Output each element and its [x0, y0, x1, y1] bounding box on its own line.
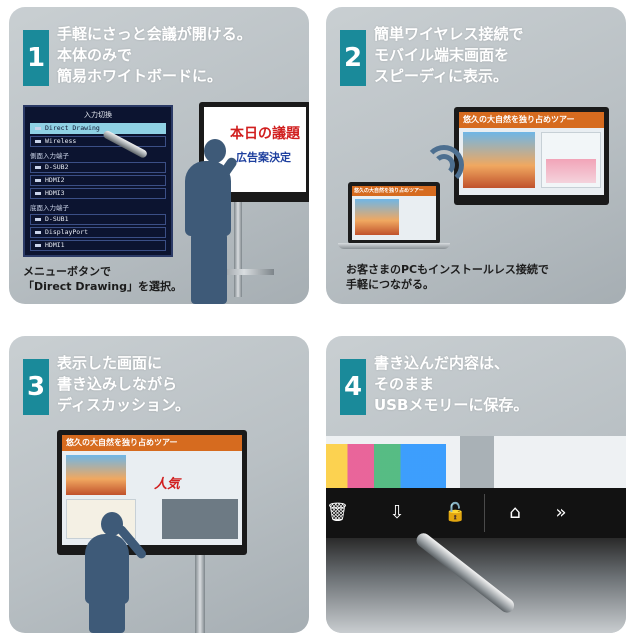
board-text-2: 広告案決定 — [236, 151, 291, 164]
menu-item-wireless[interactable]: Wireless — [30, 136, 166, 147]
menu-title: 入力切換 — [84, 111, 112, 119]
presenter-body — [85, 534, 129, 604]
panel-heading: 書き込んだ内容は、 そのまま USBメモリーに保存。 — [374, 354, 529, 414]
presenter-silhouette — [204, 139, 226, 163]
drawing-toolbar: 🗑 ⇩ 🔓 ⌂ » — [326, 488, 626, 538]
menu-item-hdmi3[interactable]: HDMI3 — [30, 188, 166, 199]
menu-group-header: 側面入力端子 — [30, 152, 69, 160]
display-screen: 悠久の大自然を独り占めツアー 人気 — [62, 435, 242, 545]
screen-title: 悠久の大自然を独り占めツアー — [62, 435, 242, 451]
screen-title: 悠久の大自然を独り占めツアー — [459, 112, 604, 128]
more-icon[interactable]: » — [555, 502, 567, 523]
panel-heading: 表示した画面に 書き込みしながら ディスカッション。 — [57, 354, 191, 414]
laptop-base — [338, 243, 450, 249]
menu-item-hdmi1[interactable]: HDMI1 — [30, 240, 166, 251]
wifi-waves-icon — [424, 145, 464, 185]
map-fragment — [326, 444, 446, 489]
menu-item-dsub2[interactable]: D-SUB2 — [30, 162, 166, 173]
landscape-photo — [66, 455, 126, 495]
usb-icon[interactable]: ⇩ — [389, 502, 405, 523]
menu-item-direct-drawing[interactable]: Direct Drawing — [30, 123, 166, 134]
laptop-photo — [355, 199, 399, 235]
unlock-icon[interactable]: 🔓 — [444, 502, 467, 523]
panel-heading: 手軽にさっと会議が開ける。 本体のみで 簡易ホワイトボードに。 — [57, 25, 252, 85]
menu-item-dsub1[interactable]: D-SUB1 — [30, 214, 166, 225]
board-text-1: 本日の議題 — [230, 126, 300, 142]
panel-caption: お客さまのPCもインストールレス接続で 手軽につながる。 — [346, 263, 549, 291]
panel-heading: 簡単ワイヤレス接続で モバイル端末画面を スピーディに表示。 — [374, 25, 524, 85]
panel-3: 3 表示した画面に 書き込みしながら ディスカッション。 悠久の大自然を独り占め… — [9, 336, 309, 633]
landscape-photo — [463, 132, 535, 188]
trash-icon[interactable]: 🗑 — [326, 502, 349, 523]
panel-4: 4 書き込んだ内容は、 そのまま USBメモリーに保存。 🗑 ⇩ 🔓 ⌂ » — [326, 336, 626, 633]
stand-post — [195, 555, 205, 633]
main-display: 悠久の大自然を独り占めツアー — [454, 107, 609, 205]
display-screen: 悠久の大自然を独り占めツアー — [459, 112, 604, 195]
data-table-thumbnail — [162, 499, 238, 539]
home-icon[interactable]: ⌂ — [509, 502, 521, 523]
menu-item-hdmi2[interactable]: HDMI2 — [30, 175, 166, 186]
menu-item-displayport[interactable]: DisplayPort — [30, 227, 166, 238]
panel-1: 1 手軽にさっと会議が開ける。 本体のみで 簡易ホワイトボードに。 本日の議題 … — [9, 7, 309, 304]
laptop: 悠久の大自然を独り占めツアー — [348, 182, 440, 244]
gray-grid-fragment — [460, 436, 494, 491]
toolbar-divider — [484, 494, 485, 532]
menu-group-header: 底面入力端子 — [30, 204, 69, 212]
step-number: 2 — [340, 30, 366, 86]
stand-post — [234, 202, 242, 297]
step-number: 4 — [340, 359, 366, 415]
stand-base — [214, 269, 274, 275]
presenter-legs — [89, 600, 125, 633]
chart-thumbnail — [541, 132, 601, 188]
panel-caption: メニューボタンで 「Direct Drawing」を選択。 — [23, 265, 183, 293]
step-number: 3 — [23, 359, 49, 415]
main-display: 悠久の大自然を独り占めツアー 人気 — [57, 430, 247, 555]
panel-2: 2 簡単ワイヤレス接続で モバイル端末画面を スピーディに表示。 悠久の大自然を… — [326, 7, 626, 304]
step-number: 1 — [23, 30, 49, 86]
screen-closeup — [326, 436, 626, 491]
handwritten-note: 人気 — [154, 477, 181, 492]
laptop-screen-title: 悠久の大自然を独り占めツアー — [352, 186, 436, 196]
input-switch-menu: 入力切換 Direct Drawing Wireless 側面入力端子 D-SU… — [23, 105, 173, 257]
presenter-legs — [191, 233, 227, 304]
